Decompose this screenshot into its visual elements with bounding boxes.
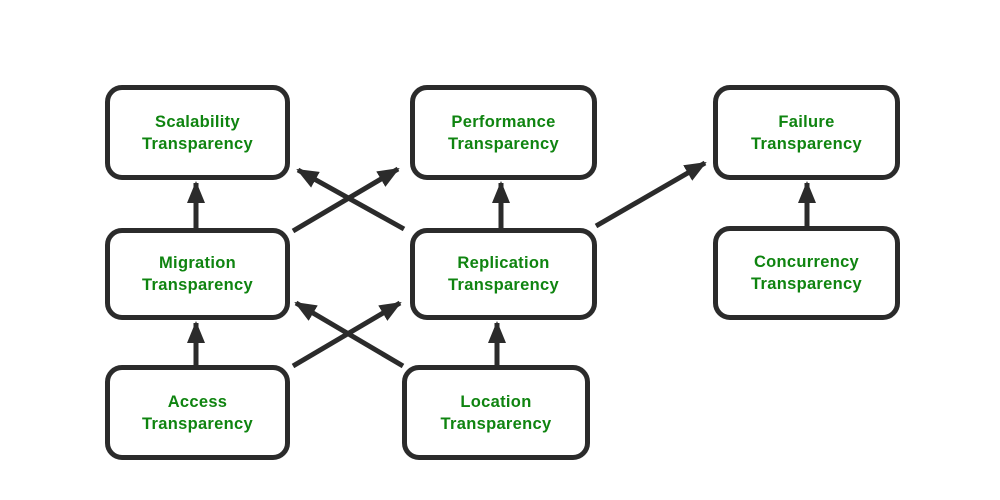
node-access-transparency: Access Transparency [105,365,290,460]
arrow-replication-to-failure [594,160,707,229]
node-replication-transparency: Replication Transparency [410,228,597,320]
node-performance-transparency: Performance Transparency [410,85,597,180]
node-scalability-transparency: Scalability Transparency [105,85,290,180]
node-failure-transparency: Failure Transparency [713,85,900,180]
node-migration-transparency: Migration Transparency [105,228,290,320]
arrow-migration-to-performance [291,166,400,234]
arrow-location-to-migration [294,300,405,369]
node-concurrency-transparency: Concurrency Transparency [713,226,900,320]
node-location-transparency: Location Transparency [402,365,590,460]
arrow-replication-to-scalability [296,167,406,232]
